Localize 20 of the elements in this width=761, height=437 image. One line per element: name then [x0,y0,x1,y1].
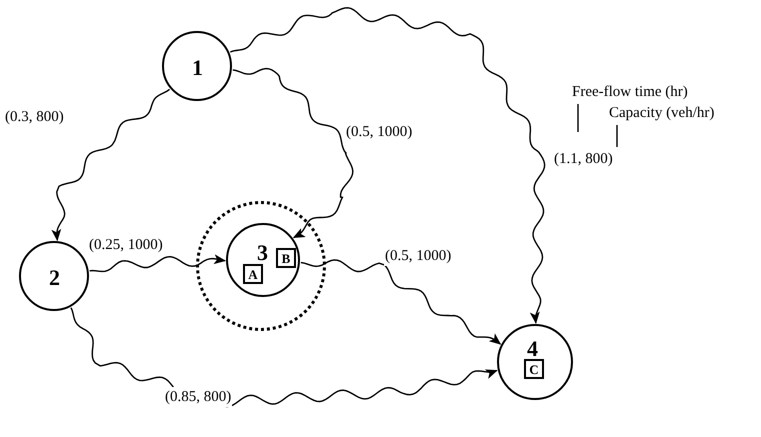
edge-label: (0.85, 800) [164,387,232,407]
item-box [276,248,296,268]
node-number: 4 [527,338,538,360]
item-letter: C [528,363,540,376]
annotation-text: Capacity (veh/hr) [609,103,739,123]
wavy-arrow [90,254,226,272]
leader-line [577,104,579,132]
item-box [524,359,544,379]
node-number: 3 [257,242,268,264]
item-letter: B [280,252,292,265]
item-box [243,264,263,284]
item-letter: A [247,268,259,281]
node-number: 2 [49,267,60,289]
annotation-text: Free-flow time (hr) [572,82,710,102]
leader-line [616,125,618,147]
node-number: 1 [192,57,203,79]
wavy-arrow [51,88,170,242]
wavy-arrow [230,7,546,324]
wavy-arrow [232,68,354,238]
wavy-arrow [300,259,502,345]
